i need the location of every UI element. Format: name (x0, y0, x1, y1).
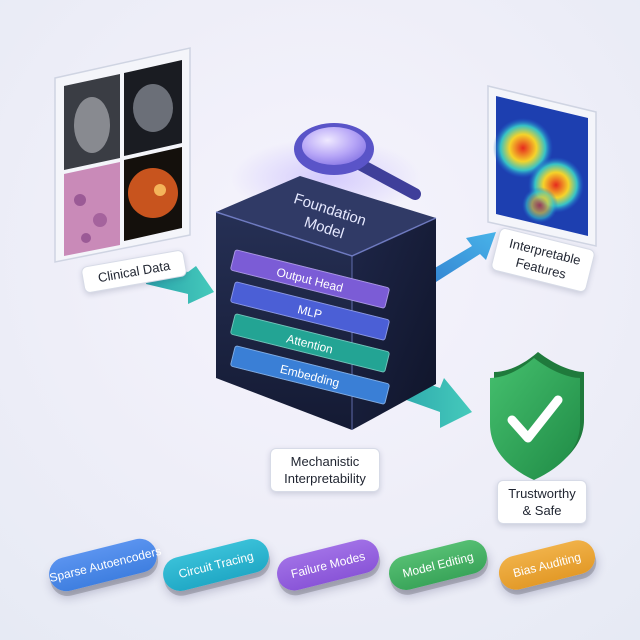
mechanistic-interpretability-label: Mechanistic Interpretability (270, 448, 380, 492)
shield-check-icon (490, 352, 584, 480)
histology-image (64, 162, 120, 256)
heatmap-panel (487, 85, 597, 247)
magnifying-glass-icon (294, 123, 421, 200)
clinical-data-panel (54, 47, 191, 263)
trustworthy-safe-label: Trustworthy & Safe (497, 480, 587, 524)
features-arrow (428, 232, 496, 282)
